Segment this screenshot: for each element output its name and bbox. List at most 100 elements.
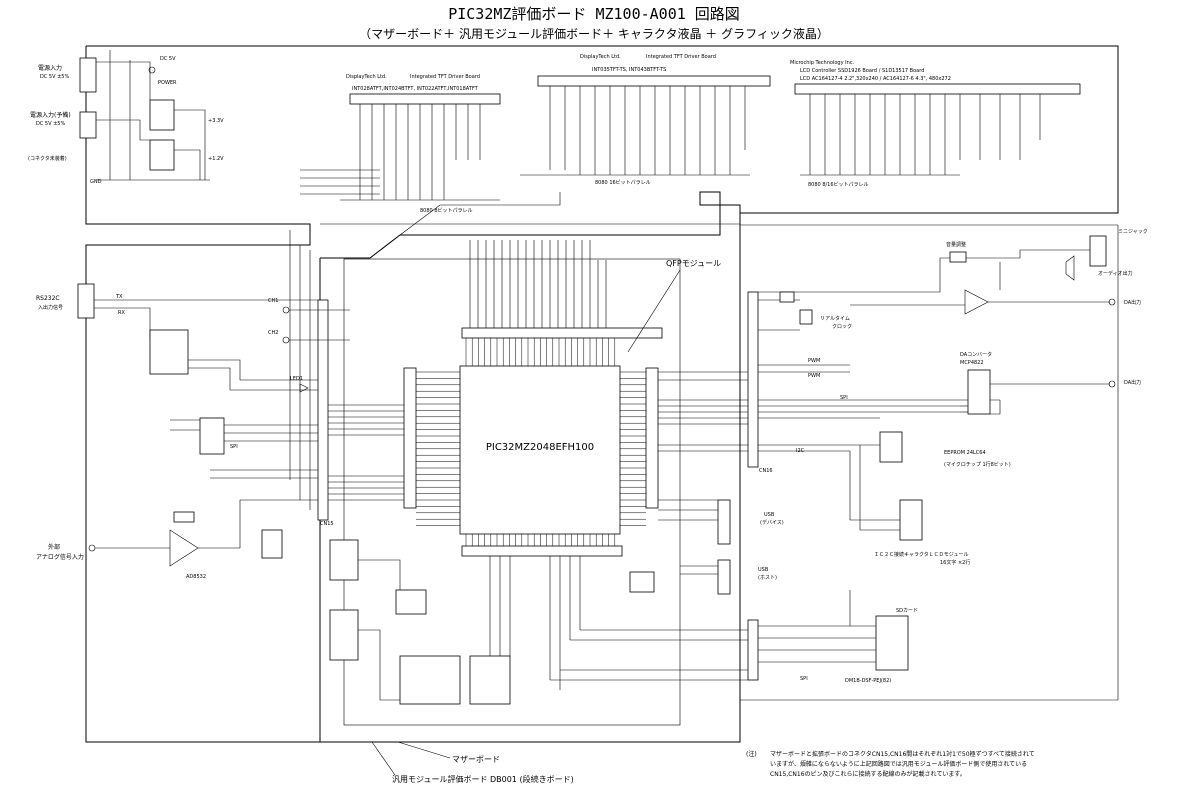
char-lcd-label: ＩＣ２Ｃ接続キャラクタＬＣＤモジュール	[874, 551, 968, 558]
mcp4822-chip	[967, 369, 991, 415]
char-lcd-sub: 16文字 ×2行	[940, 559, 970, 566]
mcu-chip	[459, 365, 621, 535]
sd-card-section: SDカード DM1B-DSF-PEJ(82) SPI	[758, 590, 918, 684]
cn16-label: CN16	[759, 468, 773, 474]
usb-section: USB (デバイス) USB (ホスト)	[658, 499, 784, 595]
i2c-label: I2C	[796, 448, 805, 454]
da-opamp-symbol	[964, 289, 989, 315]
board3-controller: LCD Controller SSD1926 Board / S1D13517 …	[800, 68, 924, 74]
board1-bus: 8080 8ビットパラレル	[420, 207, 473, 214]
mcu-pins	[416, 338, 646, 546]
cn15-left-connector	[317, 299, 329, 521]
v33-label: +3.3V	[208, 118, 224, 124]
da-conv-label: DAコンバータ	[960, 351, 992, 358]
ch-testpoints: CH1 CH2	[268, 298, 350, 344]
eval-board-label: 汎用モジュール評価ボード DB001 (段続きボード)	[392, 774, 574, 784]
qfp-module-label: QFPモジュール	[666, 259, 721, 268]
eeprom-sub: (マイクロチップ 1行8ビット)	[944, 461, 1011, 468]
board1-maker: DisplayTech Ltd.	[346, 74, 387, 80]
mother-board-label: マザーボード	[452, 755, 500, 764]
v12-label: +1.2V	[208, 156, 224, 162]
usb-host-sub: (ホスト)	[758, 575, 777, 581]
opamp-label: AD8532	[186, 574, 206, 580]
board3-bus: 8080 8/16ビットパラレル	[808, 181, 869, 188]
audio-section: ミニジャック オーディオ出力 音量調整	[758, 229, 1148, 293]
cn16-right-connector	[747, 291, 759, 468]
rs232c-section: RS232C 入出力信号 TX RX	[36, 283, 318, 391]
qfp-area-outline	[343, 258, 681, 726]
top-vertical-bus	[469, 240, 607, 328]
pwm-label-2: PWM	[808, 373, 820, 379]
eeprom-label: EEPROM 24LC64	[944, 450, 986, 456]
board2-bus: 8080 16ビットパラレル	[595, 179, 651, 186]
note-head: (注)	[746, 750, 757, 758]
expansion-header	[399, 655, 461, 705]
power-input2-label: 電源入力(予備)	[30, 111, 71, 119]
opamp-symbol	[169, 529, 199, 567]
volume-label: 音量調整	[946, 241, 966, 248]
audio-out-label: オーディオ出力	[1098, 270, 1133, 277]
power-input-spec: DC 5V ±5%	[40, 74, 69, 80]
rx-label: RX	[118, 310, 125, 316]
analog-input-section: 外部 アナログ信号入力 AD8532	[36, 499, 318, 580]
speaker-icon	[1065, 255, 1075, 281]
note-line-2: いますが、煩雑にならないように上記回路図では汎用モジュール評価ボード側で使用され…	[770, 760, 1027, 768]
sd-card-label: SDカード	[896, 608, 918, 614]
lcd-board-3: Microchip Technology Inc. LCD Controller…	[790, 60, 1081, 188]
qfp-bottom-header	[461, 545, 623, 557]
power-input2-spec: DC 5V ±5%	[36, 121, 65, 127]
lcd-board-2: DisplayTech Ltd. Integrated TFT Driver B…	[520, 54, 771, 186]
eval-components	[329, 539, 748, 705]
analog-input-label1: 外部	[48, 543, 60, 551]
board1-title: Integrated TFT Driver Board	[410, 74, 480, 80]
realtime-label: リアルタイム	[820, 315, 850, 322]
analog-input-label2: アナログ信号入力	[36, 553, 84, 561]
power-input-label: 電源入力	[38, 64, 62, 72]
diagram-subtitle: （マザーボード＋ 汎用モジュール評価ボード＋ キャラクタ液晶 ＋ グラフィック液…	[359, 26, 829, 41]
qfp-left-header	[403, 367, 417, 509]
note-line-3: CN15,CN16のピン及びこれらに接続する配線のみが記載されています。	[770, 770, 966, 778]
note-line-1: マザーボードと拡張ボードのコネクタCN15,CN16間はそれぞれ1対1で50極ず…	[770, 750, 1035, 758]
sd-card-socket	[875, 615, 909, 671]
da-out1-label: DA出力	[1124, 299, 1141, 306]
eval-board-outline	[319, 191, 741, 743]
usb-device-sub: (デバイス)	[760, 519, 784, 526]
ch1-label: CH1	[268, 298, 278, 304]
dc5v-label: DC 5V	[160, 56, 176, 62]
board3-lcd: LCD AC164127-4 2.2",320x240 / AC164127-6…	[800, 76, 951, 82]
usb-host-label: USB	[758, 567, 769, 573]
power-section: 電源入力 DC 5V ±5% 電源入力(予備) DC 5V ±5% (コネクタ未…	[28, 50, 224, 185]
da-out1-section: DA出力 リアルタイム クロック PWM PWM	[779, 289, 1141, 379]
qfp-top-header	[461, 327, 663, 339]
eeprom-section: I2C EEPROM 24LC64 (マイクロチップ 1行8ビット) ＩＣ２Ｃ接…	[796, 431, 1011, 566]
left-spi-label: SPI	[230, 444, 238, 450]
misc-parts: LED1 SPI	[170, 376, 318, 559]
led1-label: LED1	[290, 376, 303, 382]
board3-maker: Microchip Technology Inc.	[790, 60, 855, 66]
diagram-title: PIC32MZ評価ボード MZ100-A001 回路図	[448, 5, 740, 23]
board1-models: INT028ATFT,INT024BTFT, INT022ATFT,INT018…	[352, 86, 479, 92]
audio-jack-label: ミニジャック	[1118, 229, 1148, 235]
mother-board-outline	[85, 45, 1119, 743]
da-conv-chip: MCP4822	[960, 360, 984, 366]
tx-label: TX	[115, 294, 123, 300]
char-lcd-chip	[899, 499, 923, 541]
ch2-label: CH2	[268, 330, 278, 336]
right-spi-label: SPI	[840, 395, 848, 401]
mcu-name: PIC32MZ2048EFH100	[486, 442, 594, 453]
pwm-label-1: PWM	[808, 358, 820, 364]
board2-maker: DisplayTech Ltd.	[580, 54, 621, 60]
lcd-board-1: DisplayTech Ltd. Integrated TFT Driver B…	[300, 74, 501, 214]
sd-spi-label: SPI	[800, 676, 808, 682]
left-bus-wires	[289, 230, 404, 510]
power-led-label: POWER	[158, 80, 177, 86]
eeprom-chip	[879, 431, 903, 463]
sd-connector-strip	[747, 619, 759, 681]
clock-label: クロック	[832, 324, 852, 330]
cn15-label: CN15	[320, 521, 334, 527]
usb-device-label: USB	[764, 512, 775, 518]
rs232c-label: RS232C	[36, 295, 60, 302]
rs232c-sub: 入出力信号	[38, 304, 63, 311]
connector-note: (コネクタ未装着)	[28, 155, 67, 162]
